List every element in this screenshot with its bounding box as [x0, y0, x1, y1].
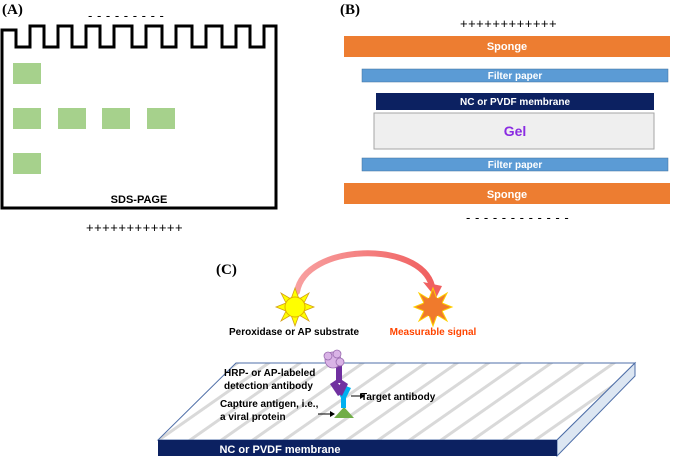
gel-band — [147, 108, 175, 129]
substrate-label: Peroxidase or AP substrate — [229, 327, 359, 338]
panel-b-top-sign: ++++++++++++ — [460, 16, 557, 31]
capture-antigen-label-line2: a viral protein — [220, 412, 286, 423]
panel-c-label: (C) — [216, 262, 237, 278]
detection-antibody-label-line2: detection antibody — [224, 381, 313, 392]
gel-layer-label: Gel — [504, 123, 527, 139]
sponge-bottom — [344, 183, 670, 204]
signal-label: Measurable signal — [390, 327, 477, 338]
gel-layer — [373, 112, 655, 150]
membrane-front — [158, 440, 557, 456]
gel-band — [102, 108, 130, 129]
enzyme-label-icon — [323, 349, 345, 369]
gel-band — [58, 108, 86, 129]
sponge-top — [344, 36, 670, 57]
signal-icon — [412, 286, 454, 328]
target-pointer-head — [360, 393, 365, 399]
capture-antigen-icon — [334, 407, 354, 418]
panel-a-bottom-sign: ++++++++++++ — [86, 220, 183, 235]
membrane-label: NC or PVDF membrane — [460, 97, 570, 108]
panel-a: (A) - - - - - - - - - SDS-PAGE +++++++++… — [0, 2, 278, 235]
detection-antibody-icon — [330, 363, 348, 396]
filter-paper-bottom-label: Filter paper — [488, 160, 543, 171]
target-antibody-label: Target antibody — [361, 392, 436, 403]
filter-paper-bottom — [361, 157, 669, 172]
gel-band — [13, 153, 41, 174]
filter-paper-top — [361, 68, 669, 83]
substrate-icon — [274, 286, 316, 328]
capture-pointer-head — [330, 411, 335, 417]
membrane-layer — [376, 93, 654, 110]
panel-a-label: (A) — [2, 2, 23, 18]
panel-c: (C) Peroxidase or AP substrate Measurabl… — [156, 250, 637, 458]
sponge-bottom-label: Sponge — [487, 189, 527, 201]
capture-antigen-label-line1: Capture antigen, i.e., — [220, 399, 319, 410]
panel-a-top-sign: - - - - - - - - - — [88, 8, 164, 23]
gel-label: SDS-PAGE — [111, 194, 168, 206]
detection-antibody-label-line1: HRP- or AP-labeled — [224, 368, 315, 379]
panel-b: (B) ++++++++++++ Sponge Filter paper NC … — [340, 2, 670, 225]
conversion-arrow — [294, 250, 435, 295]
gel-band — [13, 63, 41, 84]
sds-page-gel — [0, 24, 278, 210]
panel-b-bottom-sign: - - - - - - - - - - - - — [466, 210, 569, 225]
membrane-base-label: NC or PVDF membrane — [219, 444, 340, 456]
filter-paper-top-label: Filter paper — [488, 71, 543, 82]
sponge-top-label: Sponge — [487, 41, 527, 53]
panel-b-label: (B) — [340, 2, 360, 18]
gel-band — [13, 108, 41, 129]
